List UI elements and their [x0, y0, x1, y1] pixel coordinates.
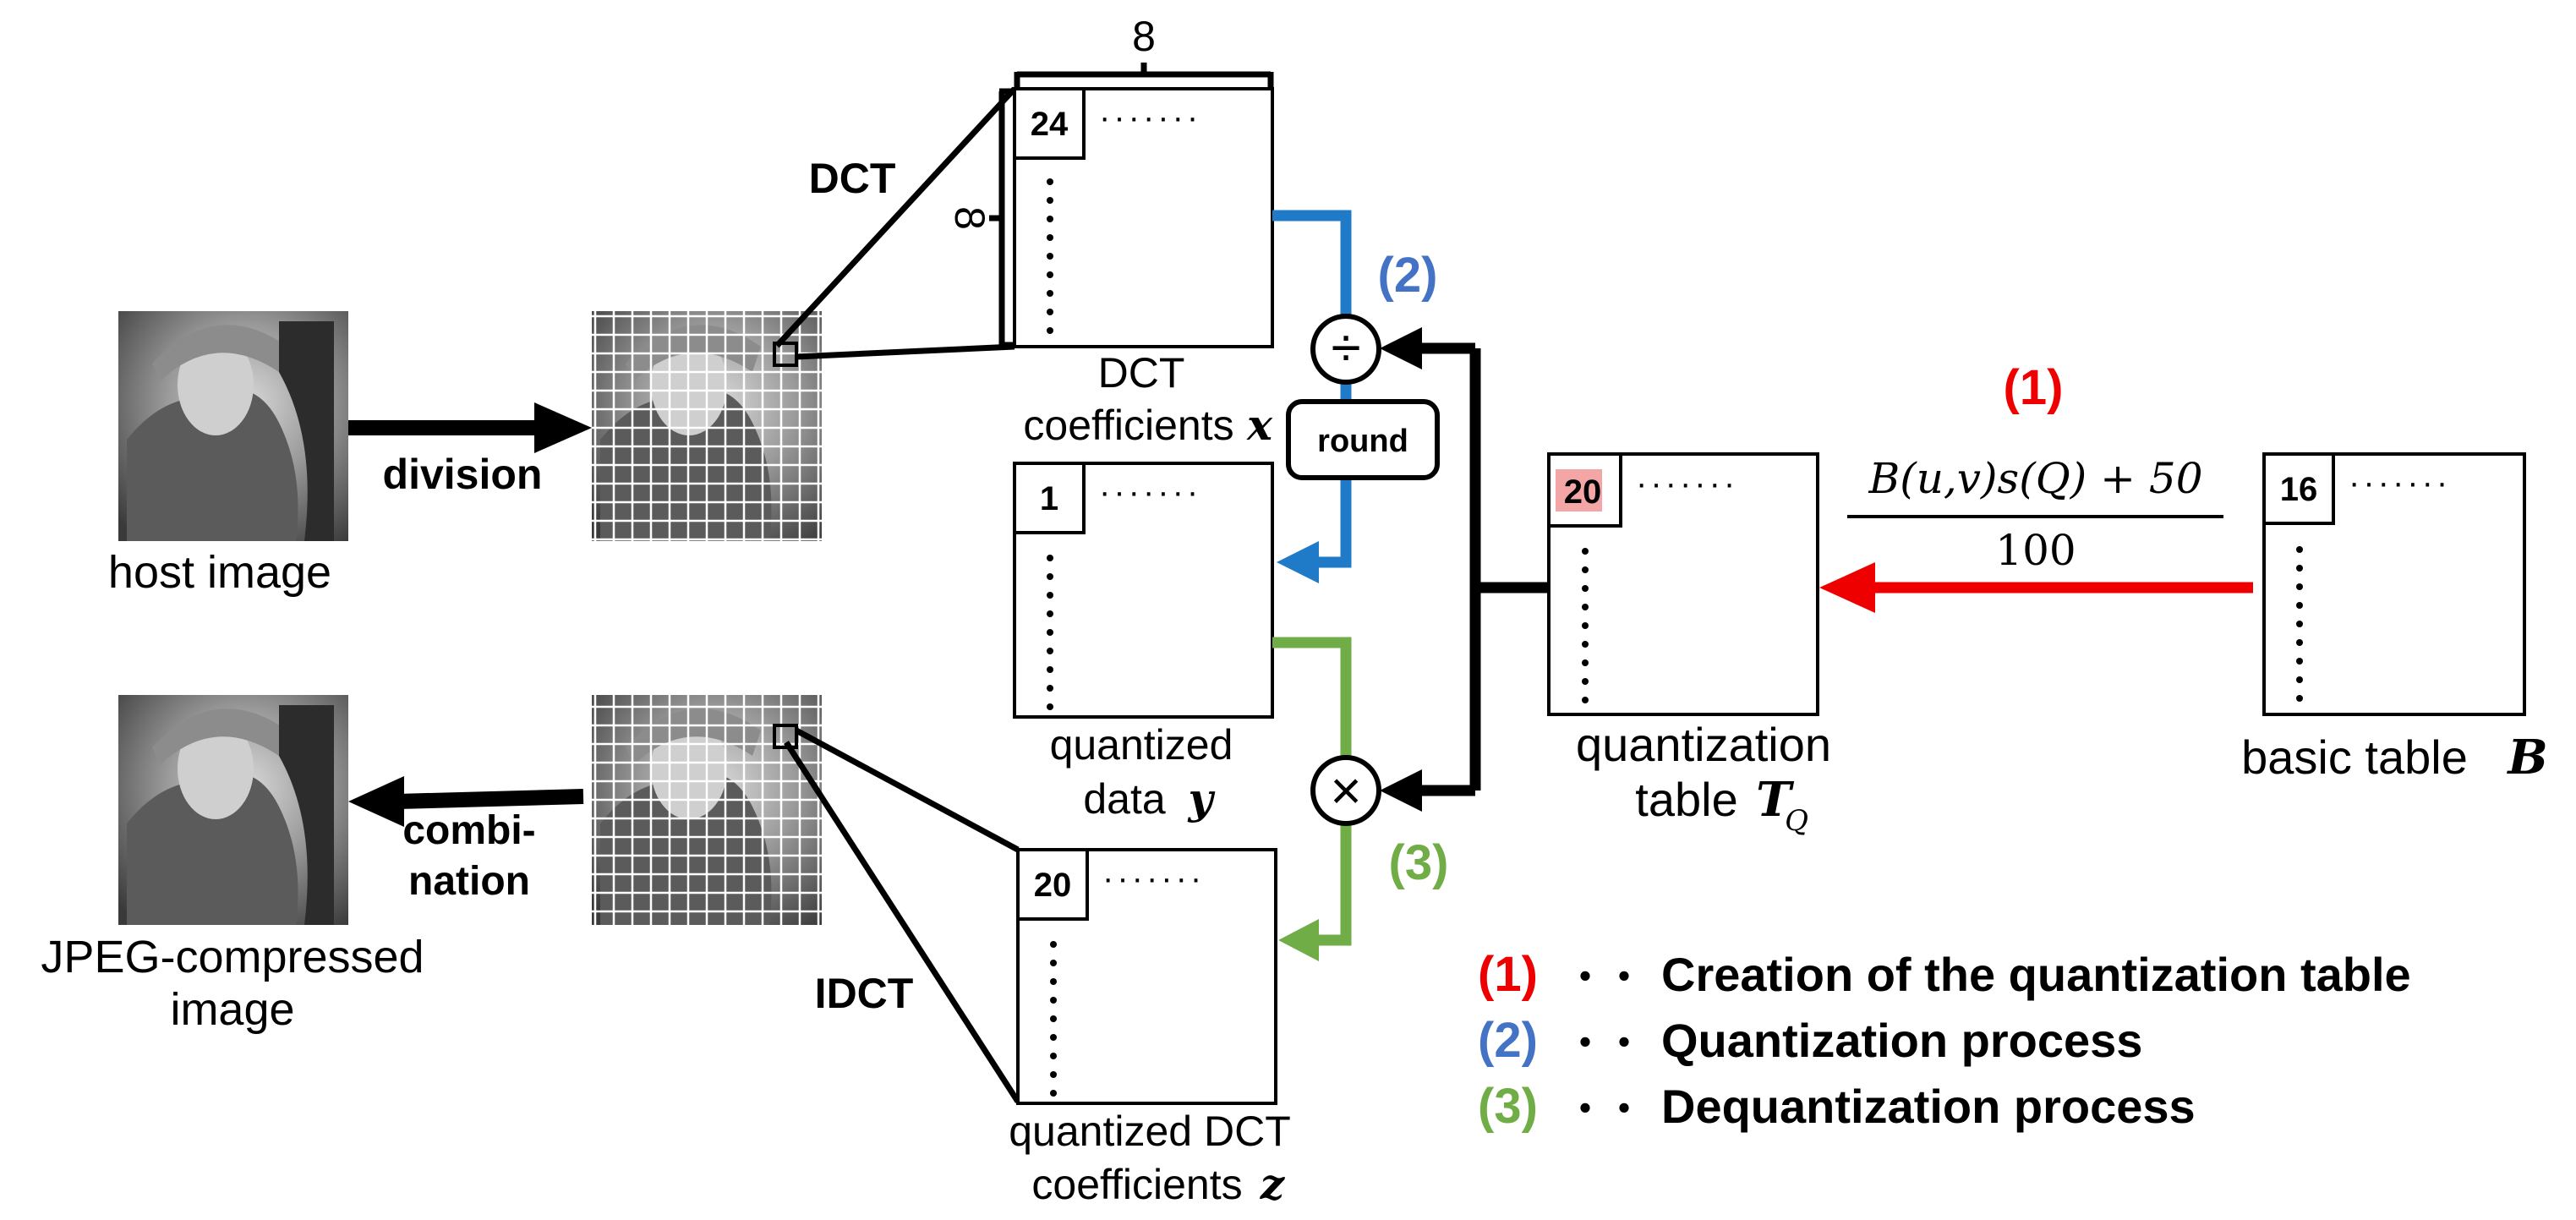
- block-height-label: 8: [946, 206, 993, 230]
- basic-col-dots: [2296, 546, 2303, 702]
- division-arrow: [348, 402, 592, 453]
- qtable-row-dots: ·······: [1636, 465, 1738, 502]
- dct-label-line2: coefficients: [1023, 402, 1233, 449]
- legend-number-3: (3): [1478, 1079, 1538, 1134]
- block-width-label: 8: [1132, 13, 1156, 60]
- dct-coefficients-matrix: [1013, 87, 1274, 348]
- basic-label-text: basic table: [2241, 730, 2468, 784]
- dct-row-dots: ·······: [1099, 99, 1201, 136]
- legend-separator-3: ・・: [1566, 1087, 1643, 1131]
- division-label: division: [383, 451, 543, 498]
- multiply-symbol: ×: [1330, 760, 1361, 821]
- round-label: round: [1317, 424, 1408, 459]
- dct-zoom-lines: [774, 86, 1017, 360]
- legend: (1) ・・ Creation of the quantization table (…: [1478, 947, 2411, 1134]
- basic-label-var: B: [2506, 730, 2547, 785]
- quantized-row-dots: ·······: [1099, 473, 1201, 511]
- quantization-table-feed: [1380, 327, 1549, 812]
- quantized-first-value: 1: [1040, 480, 1058, 517]
- dequantized-label-var: z: [1260, 1159, 1286, 1209]
- combination-label-line1: combi-: [402, 808, 535, 853]
- divided-image: [592, 311, 822, 541]
- legend-text-1: Creation of the quantization table: [1661, 948, 2411, 1001]
- creation-path: [1819, 562, 2253, 613]
- qtable-label-var: T: [1756, 772, 1795, 828]
- legend-number-2: (2): [1478, 1013, 1538, 1068]
- legend-text-3: Dequantization process: [1661, 1080, 2196, 1133]
- dequantized-label-line2: coefficients: [1031, 1161, 1242, 1208]
- round-operator: [1286, 399, 1440, 480]
- dct-col-dots: [1047, 178, 1053, 334]
- dct-label: DCT: [809, 155, 896, 202]
- step-3-label: (3): [1389, 835, 1449, 890]
- legend-separator-2: ・・: [1566, 1021, 1643, 1065]
- dct-first-value: 24: [1031, 106, 1069, 143]
- jpeg-image-label-line1: JPEG-compressed: [41, 932, 424, 982]
- quantization-path: [1272, 210, 1352, 583]
- divided-image-reconstructed: [592, 695, 822, 925]
- dequantization-path: [1272, 637, 1352, 961]
- qtable-label-line2: table: [1635, 773, 1737, 826]
- idct-label: IDCT: [815, 970, 914, 1017]
- legend-number-1: (1): [1478, 947, 1538, 1002]
- quantization-table-matrix: [1547, 452, 1819, 716]
- quantized-col-dots: [1047, 555, 1053, 710]
- quantized-label-line1: quantized: [1050, 721, 1233, 769]
- step-2-label: (2): [1378, 248, 1438, 303]
- qtable-highlight: [1556, 469, 1602, 512]
- dequantized-first-value: 20: [1034, 867, 1072, 904]
- dequantized-row-dots: ·······: [1102, 860, 1205, 897]
- block-height-brace: [989, 88, 1016, 348]
- idct-zoom-lines: [784, 727, 1020, 1103]
- quantized-data-matrix: [1013, 462, 1274, 719]
- dequantized-label-line1: quantized DCT: [1009, 1108, 1291, 1155]
- block-width-brace: [1014, 63, 1274, 90]
- legend-separator-1: ・・: [1566, 955, 1643, 999]
- quantized-label-var: y: [1187, 774, 1215, 823]
- multiply-operator: [1310, 755, 1381, 826]
- combination-label-line2: nation: [408, 859, 530, 904]
- jpeg-image-label-line2: image: [170, 984, 294, 1035]
- jpeg-image: [118, 695, 348, 925]
- basic-row-dots: ·······: [2349, 464, 2451, 501]
- quantized-label-line2: data: [1083, 775, 1166, 823]
- legend-text-2: Quantization process: [1661, 1014, 2142, 1067]
- formula-numerator: B(u,v)s(Q) + 50: [1868, 454, 2202, 503]
- qtable-label-line1: quantization: [1576, 718, 1831, 771]
- divide-symbol: ÷: [1331, 317, 1360, 378]
- host-image: [118, 311, 348, 541]
- formula-denominator: 100: [1995, 526, 2076, 575]
- dct-label-var: x: [1246, 400, 1273, 450]
- combination-arrow: [348, 776, 584, 827]
- quantized-dct-matrix: [1016, 848, 1277, 1105]
- dequantized-col-dots: [1050, 941, 1057, 1097]
- basic-first-value: 16: [2280, 471, 2318, 508]
- dct-label-line1: DCT: [1098, 349, 1185, 397]
- divide-operator: [1310, 314, 1381, 385]
- qtable-first-value: 20: [1564, 473, 1602, 511]
- qtable-label-sub: Q: [1785, 804, 1808, 838]
- basic-table-matrix: [2262, 452, 2526, 716]
- qtable-col-dots: [1582, 548, 1589, 703]
- host-image-label: host image: [108, 547, 331, 598]
- step-1-label: (1): [2004, 360, 2064, 415]
